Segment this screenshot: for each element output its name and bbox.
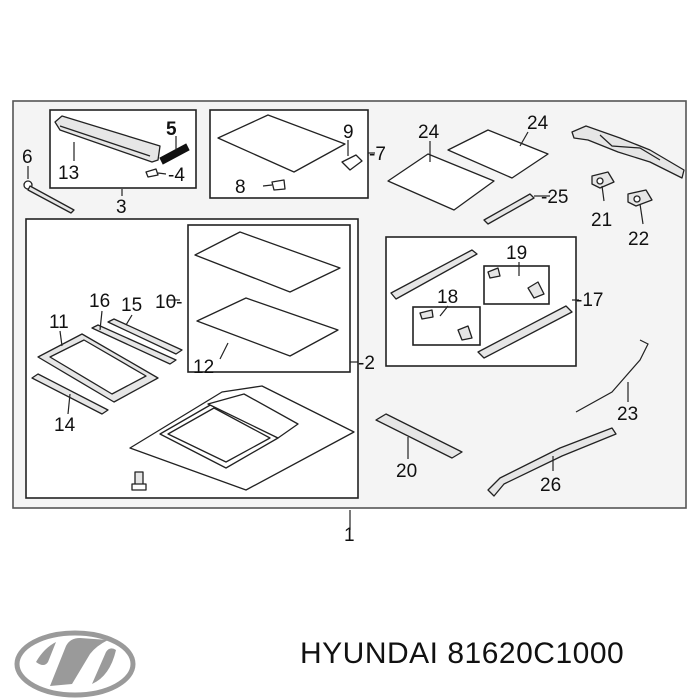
callout-26: 26 <box>540 475 561 496</box>
caption: HYUNDAI 81620C1000 <box>300 637 624 671</box>
part-19-clip-b <box>487 267 501 279</box>
part-17-rail-upper <box>390 249 478 300</box>
callout-15: 15 <box>121 295 142 316</box>
part-25-rail <box>483 193 535 225</box>
callout-16: 16 <box>89 291 110 312</box>
callout-4: -4 <box>168 165 185 186</box>
roof-panel <box>129 385 355 491</box>
part-4-clip <box>145 168 159 178</box>
callout-8: 8 <box>235 177 246 198</box>
part-11-frame <box>37 333 159 403</box>
part-18-clip-b <box>419 309 434 320</box>
callout-25: -25 <box>541 187 568 208</box>
part-23-hose <box>575 339 649 413</box>
part-9-bracket <box>341 154 363 171</box>
callout-19: 19 <box>506 243 527 264</box>
callout-18: 18 <box>437 287 458 308</box>
part-20-bracket <box>375 413 463 459</box>
part-5-strip <box>159 143 190 165</box>
brand-name: HYUNDAI <box>300 637 439 670</box>
callout-7: -7 <box>369 144 386 165</box>
hyundai-logo <box>14 630 136 698</box>
callout-20: 20 <box>396 461 417 482</box>
part-18-clip <box>457 325 473 341</box>
callout-3: 3 <box>116 197 127 218</box>
part-7-glass-panel <box>217 114 346 173</box>
part-26-moulding <box>487 427 617 497</box>
callout-24a: 24 <box>418 122 440 143</box>
callout-5: 5 <box>166 119 177 140</box>
part-8-clip <box>271 179 286 191</box>
part-16-seal <box>91 324 177 365</box>
part-6-rod <box>23 180 75 214</box>
callout-12: 12 <box>193 357 214 378</box>
callout-17: -17 <box>576 290 603 311</box>
leader-lines <box>27 131 644 530</box>
part-13-wind-deflector <box>54 115 161 163</box>
part-12-glass-lower <box>196 297 339 357</box>
part-19-clip <box>527 281 545 299</box>
part-22-drain <box>627 189 653 207</box>
callout-23: 23 <box>617 404 638 425</box>
part-number: 81620C1000 <box>447 637 625 670</box>
callout-9: 9 <box>343 122 354 143</box>
part-21-drain <box>591 171 615 189</box>
part-10-glass-upper <box>194 231 341 293</box>
callout-24b: 24 <box>527 113 549 134</box>
callout-1: 1 <box>344 525 355 546</box>
callout-21: 21 <box>591 210 612 231</box>
part-bolt <box>131 471 147 491</box>
part-24-shade-a <box>387 153 495 211</box>
part-15-seal <box>107 318 183 355</box>
callout-2: -2 <box>358 353 375 374</box>
callout-11: 11 <box>49 312 69 333</box>
part-24-shade-b <box>447 129 549 179</box>
callout-10: 10- <box>155 292 182 313</box>
callout-6: 6 <box>22 147 33 168</box>
callout-13: 13 <box>58 163 79 184</box>
part-17-rail-lower <box>477 305 573 359</box>
callout-14: 14 <box>54 415 76 436</box>
callout-22: 22 <box>628 229 649 250</box>
part-motor-cable-assembly <box>571 125 685 179</box>
